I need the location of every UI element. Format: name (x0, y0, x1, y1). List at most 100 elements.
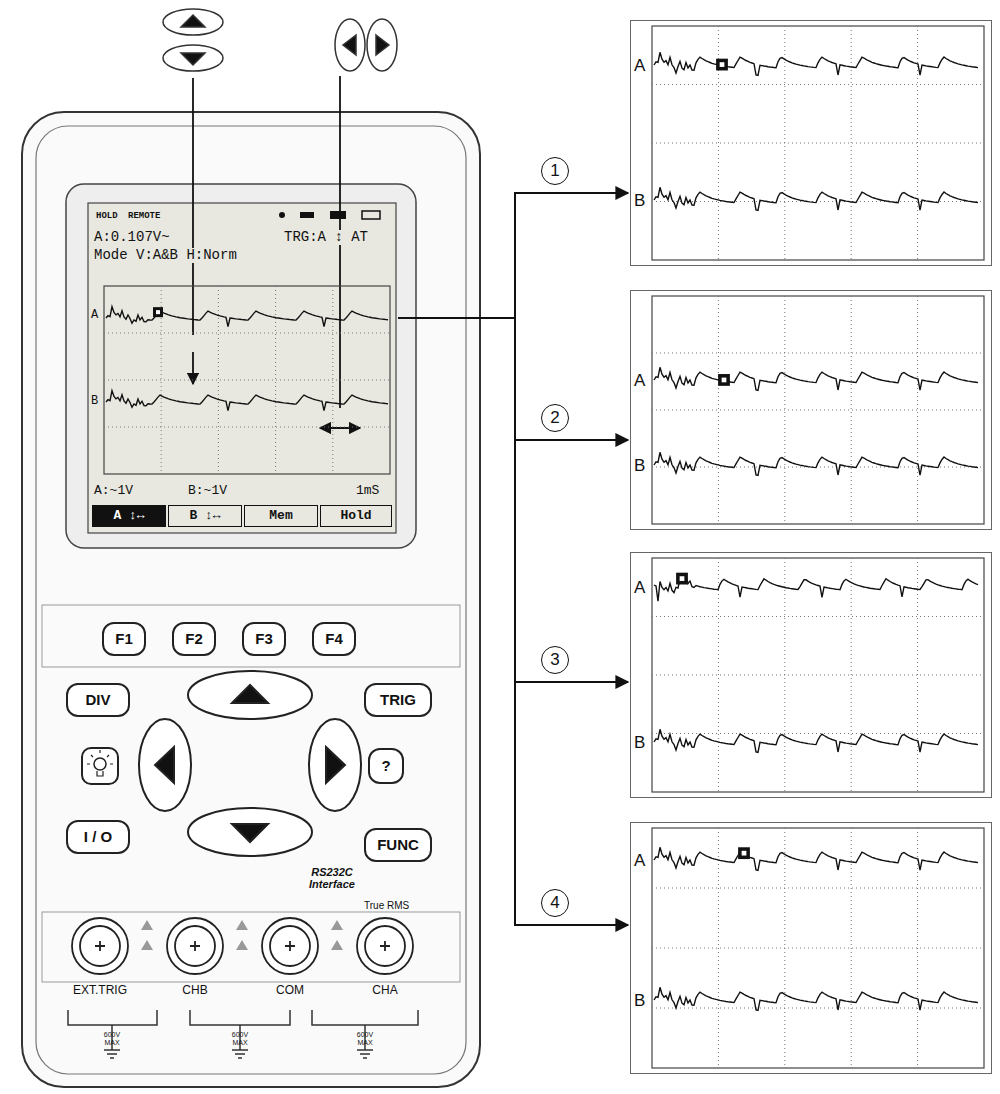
cursor-marker (153, 307, 163, 317)
interface-label: RS232C Interface (292, 866, 372, 890)
screen-readout: REMOTE (128, 212, 160, 222)
screen-readout: A:~1V (94, 484, 133, 498)
graticule (218, 286, 219, 474)
connector (398, 193, 628, 318)
jack-label: COM (276, 984, 304, 997)
graticule (652, 296, 984, 524)
key-label: TRIG (380, 692, 416, 709)
rating-brackets (68, 1010, 418, 1058)
screen-variant-panel: AB (630, 552, 992, 798)
cursor-marker (716, 59, 728, 71)
key-label: I / O (84, 829, 112, 846)
graticule (652, 26, 984, 260)
screen-variant-panel: AB (630, 822, 992, 1074)
trace-label: B (633, 192, 646, 211)
div-key: DIV (66, 683, 130, 717)
graticule (917, 828, 918, 1068)
screen-readout: Mode V:A&B H:Norm (94, 248, 237, 263)
key-label: FUNC (377, 837, 419, 854)
function-key: F4 (312, 622, 356, 656)
graticule (104, 286, 390, 474)
waveform (654, 847, 978, 870)
softkey: A ↕↔ (92, 505, 166, 527)
key-label: B ↕↔ (189, 509, 220, 523)
key-label: F4 (325, 631, 343, 648)
warning-triangles (141, 920, 343, 950)
function-key: F3 (242, 622, 286, 656)
backlight-button (82, 748, 118, 784)
trace-label: A (633, 372, 646, 391)
function-key-band (42, 605, 460, 667)
status-icons (279, 211, 380, 219)
trace-label: B (633, 734, 646, 753)
graticule (652, 558, 984, 792)
connector (398, 318, 628, 440)
graticule (104, 333, 390, 334)
trace-label: A (633, 57, 646, 76)
jack-label: CHB (182, 984, 207, 997)
connector (398, 318, 628, 925)
graticule (652, 143, 984, 144)
trace-label: A (633, 852, 646, 871)
waveform (106, 307, 388, 327)
screen-readout: A (91, 309, 98, 322)
device-body (22, 112, 480, 1087)
device-body-inner (36, 126, 466, 1074)
rating-label: 600V MAX (100, 1031, 124, 1046)
waveform (654, 987, 978, 1010)
jack-label: CHA (372, 984, 397, 997)
screen-readout: HOLD (96, 212, 118, 222)
softkey: Mem (244, 505, 318, 527)
graticule (275, 286, 276, 474)
graticule (652, 733, 984, 734)
rating-label: 600V MAX (353, 1031, 377, 1046)
callout-number: 1 (541, 157, 569, 185)
key-label: DIV (85, 692, 110, 709)
graticule (652, 84, 984, 85)
jack-band (42, 912, 460, 982)
cursor-marker (718, 374, 730, 386)
cursor-marker (722, 378, 727, 383)
graticule (104, 380, 390, 381)
jack-label: EXT.TRIG (73, 984, 127, 997)
graticule (917, 296, 918, 524)
graticule (851, 296, 852, 524)
cursor-marker (738, 847, 750, 859)
trig-key: TRIG (364, 683, 432, 717)
cursor-marker (156, 310, 160, 314)
function-key: F2 (172, 622, 216, 656)
graticule (652, 1008, 984, 1009)
screen-variant-panel: AB (630, 290, 992, 530)
callout-number: 3 (541, 646, 569, 674)
input-jacks (72, 918, 413, 974)
graticule (718, 558, 719, 792)
cursor-marker (680, 576, 685, 581)
softkey: Hold (320, 505, 392, 527)
feature-label: True RMS (364, 900, 409, 911)
cursor-marker (720, 62, 725, 67)
rating-label: 600V MAX (228, 1031, 252, 1046)
lcd (88, 203, 396, 533)
screen-readout: B (91, 395, 98, 408)
callout-number: 4 (541, 889, 569, 917)
graticule (652, 616, 984, 617)
trace-label: B (633, 992, 646, 1011)
waveform (654, 729, 978, 752)
graticule (917, 26, 918, 260)
graticule (652, 828, 984, 1068)
up-down-key-icon (163, 9, 223, 71)
lcd-screen: HOLD REMOTE A:0.107V~ TRG:A ↕ AT Mode V:A&B … (88, 203, 396, 533)
screen-readout: TRG:A ↕ AT (284, 230, 368, 245)
graticule (652, 675, 984, 676)
waveform (654, 367, 978, 390)
graticule (917, 558, 918, 792)
cursor-marker (676, 573, 688, 585)
screen-readout: A:0.107V~ (94, 230, 170, 245)
waveform (654, 52, 978, 75)
waveform (106, 391, 388, 411)
trace-label: A (633, 579, 646, 598)
screen-bezel (66, 184, 416, 548)
power-key: I / O (66, 820, 130, 854)
waveform (654, 452, 978, 475)
